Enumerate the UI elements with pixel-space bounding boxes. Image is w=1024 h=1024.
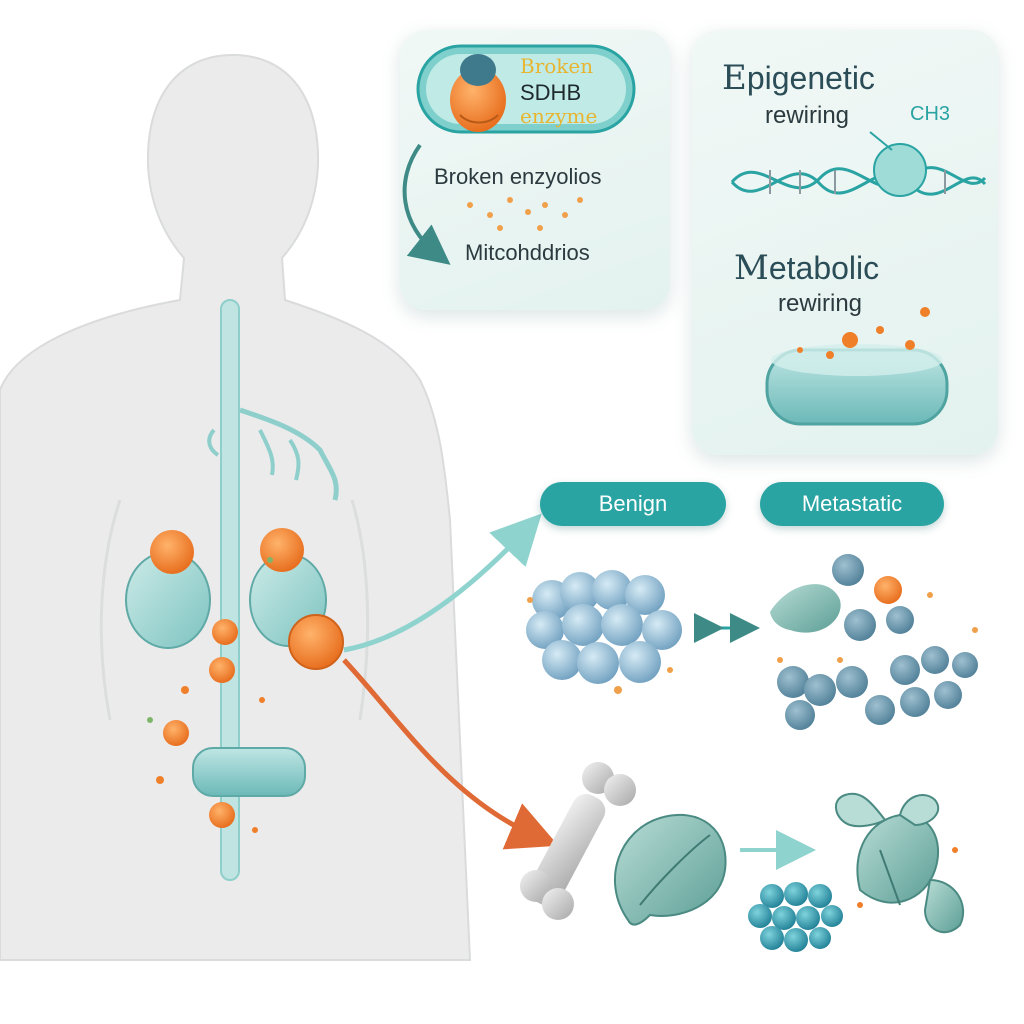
metabolic-heading: Metabolic (734, 248, 879, 288)
cycle-arrow (402, 143, 451, 265)
enzyme-label-enzyme: enzyme (520, 104, 598, 128)
methyl-group-label: CH3 (910, 103, 951, 125)
primary-tumor (288, 614, 344, 670)
protein-blob-icon (450, 54, 506, 132)
enzyme-label-broken: Broken (520, 54, 594, 78)
adrenal-tumor-left (150, 530, 194, 574)
dna-helix-icon (730, 131, 987, 197)
metabolic-rest: etabolic (768, 250, 880, 286)
metabolic-initial: M (734, 248, 769, 288)
epigenetic-heading: Epigenetic (722, 58, 875, 98)
adrenal-tumor-right (260, 528, 304, 572)
benign-pill: Benign (540, 482, 726, 526)
arrow-to-metastasis (342, 658, 559, 850)
metastatic-colony (748, 792, 965, 952)
epigenetic-rest: pigenetic (746, 60, 875, 96)
epigenetic-initial: E (722, 58, 747, 98)
lung-leaf-icon (613, 813, 727, 926)
debris-particles (467, 197, 583, 231)
internal-organs (125, 299, 339, 881)
benign-cell-cluster (526, 570, 682, 694)
epigenetic-subtitle: rewiring (765, 102, 850, 129)
enzyme-label-sdhb: SDHB (520, 80, 582, 105)
cell-pad-icon (765, 307, 949, 426)
metabolic-subtitle: rewiring (778, 290, 863, 317)
bone-icon (520, 762, 636, 920)
mito-label-top: Broken enzyolios (434, 164, 602, 189)
mito-label-bottom: Mitcohddrios (465, 240, 590, 265)
arrow-to-benign (343, 513, 542, 653)
metastatic-pill: Metastatic (760, 482, 944, 526)
metastatic-cell-cluster (770, 554, 978, 730)
